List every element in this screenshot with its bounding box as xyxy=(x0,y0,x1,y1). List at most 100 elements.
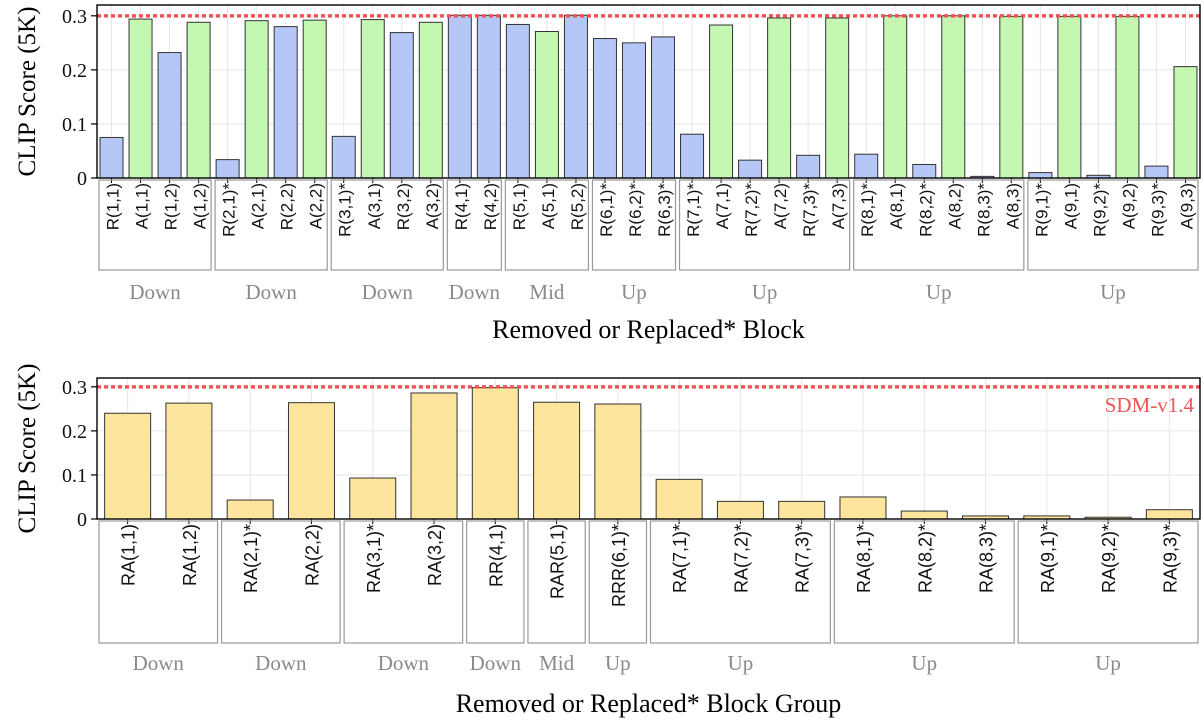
bar xyxy=(287,402,335,520)
category-label: RA(1,2) xyxy=(180,524,200,586)
bar xyxy=(767,17,792,179)
category-label: R(8,2)* xyxy=(916,183,935,237)
bar xyxy=(215,159,240,179)
bar xyxy=(651,36,676,179)
y-tick-label: 0.1 xyxy=(62,465,87,487)
group-box xyxy=(527,520,586,644)
group-box xyxy=(98,179,212,271)
bar xyxy=(621,42,646,179)
category-label: R(2,2) xyxy=(278,183,297,230)
category-label: RA(7,3)* xyxy=(793,524,813,593)
category-label: R(7,2)* xyxy=(742,183,761,237)
category-label: A(2,1) xyxy=(249,183,268,229)
category-label: R(9,2)* xyxy=(1090,183,1109,237)
category-label: RA(8,1)* xyxy=(854,524,874,593)
bar xyxy=(99,136,124,179)
category-label: A(9,2) xyxy=(1119,183,1138,229)
bar xyxy=(839,496,887,520)
bar xyxy=(709,24,734,179)
category-label: A(8,3) xyxy=(1003,183,1022,229)
group-box xyxy=(330,179,444,271)
group-label: Down xyxy=(129,280,181,304)
bar xyxy=(128,18,153,179)
group-box xyxy=(1017,520,1199,644)
category-label: R(7,3)* xyxy=(800,183,819,237)
category-label: RR(4,1) xyxy=(486,524,506,587)
plot-frame xyxy=(96,4,1201,179)
bar xyxy=(410,392,458,520)
bar xyxy=(273,26,298,179)
group-box xyxy=(649,520,831,644)
bar xyxy=(1145,509,1193,520)
bar xyxy=(533,401,581,520)
bar xyxy=(1028,172,1053,179)
bar xyxy=(104,412,152,520)
y-tick-label: 0.2 xyxy=(62,421,87,443)
category-label: R(1,2) xyxy=(162,183,181,230)
bar xyxy=(941,15,966,179)
category-label: R(8,3)* xyxy=(974,183,993,237)
bar xyxy=(1115,15,1140,179)
group-box xyxy=(591,179,677,271)
group-box xyxy=(678,179,851,271)
bar xyxy=(912,163,937,179)
y-tick-label: 0.2 xyxy=(62,60,87,82)
bar xyxy=(716,500,764,520)
category-label: R(1,1) xyxy=(104,183,123,230)
group-label: Up xyxy=(728,651,754,675)
category-label: RA(7,1)* xyxy=(670,524,690,593)
bar xyxy=(302,19,327,179)
category-label: A(8,2) xyxy=(945,183,964,229)
plot-frame xyxy=(96,377,1201,520)
bar xyxy=(186,21,211,179)
category-label: RA(3,1)* xyxy=(364,524,384,593)
group-box xyxy=(343,520,464,644)
category-label: R(6,1)* xyxy=(597,183,616,237)
category-label: R(5,2) xyxy=(568,183,587,230)
bar xyxy=(349,477,397,520)
group-label: Up xyxy=(911,651,937,675)
bar-series xyxy=(104,387,1193,520)
group-label: Down xyxy=(378,651,430,675)
group-label: Up xyxy=(752,280,778,304)
category-label: R(9,1)* xyxy=(1032,183,1051,237)
y-axis: 00.10.20.3 xyxy=(62,377,97,531)
bar xyxy=(854,153,879,179)
category-label: A(3,1) xyxy=(365,183,384,229)
bar xyxy=(825,17,850,179)
bar xyxy=(389,32,414,179)
bar xyxy=(157,52,182,179)
x-axis-label: Removed or Replaced* Block Group xyxy=(456,689,842,718)
category-label: R(5,1) xyxy=(510,183,529,230)
group-label: Mid xyxy=(539,651,575,675)
category-label: A(2,2) xyxy=(307,183,326,229)
y-tick-label: 0 xyxy=(77,168,87,190)
category-label: RA(8,2)* xyxy=(915,524,935,593)
category-label: RA(3,2) xyxy=(425,524,445,586)
category-label: A(1,1) xyxy=(133,183,152,229)
group-label: Up xyxy=(926,280,952,304)
bar xyxy=(680,133,705,179)
bar-series xyxy=(99,14,1198,179)
category-label: A(7,2) xyxy=(771,183,790,229)
category-label: R(2,1)* xyxy=(220,183,239,237)
group-label: Down xyxy=(449,280,501,304)
category-label: R(9,3)* xyxy=(1148,183,1167,237)
bar xyxy=(900,510,948,520)
bar xyxy=(1144,165,1169,179)
bar xyxy=(1173,66,1198,179)
y-tick-label: 0.3 xyxy=(62,377,87,399)
category-label: R(6,2)* xyxy=(626,183,645,237)
group-label: Up xyxy=(1100,280,1126,304)
category-label: A(9,3) xyxy=(1177,183,1196,229)
category-label: A(1,2) xyxy=(191,183,210,229)
category-label: RA(9,1)* xyxy=(1038,524,1058,593)
category-label: R(6,3)* xyxy=(655,183,674,237)
category-label: A(7,1) xyxy=(713,183,732,229)
group-label: Down xyxy=(255,651,307,675)
category-labels: RA(1,1)RA(1,2)RA(2,1)*RA(2,2)RA(3,1)*RA(… xyxy=(119,524,1181,607)
group-box xyxy=(1027,179,1199,271)
category-label: RAR(5,1) xyxy=(548,524,568,599)
